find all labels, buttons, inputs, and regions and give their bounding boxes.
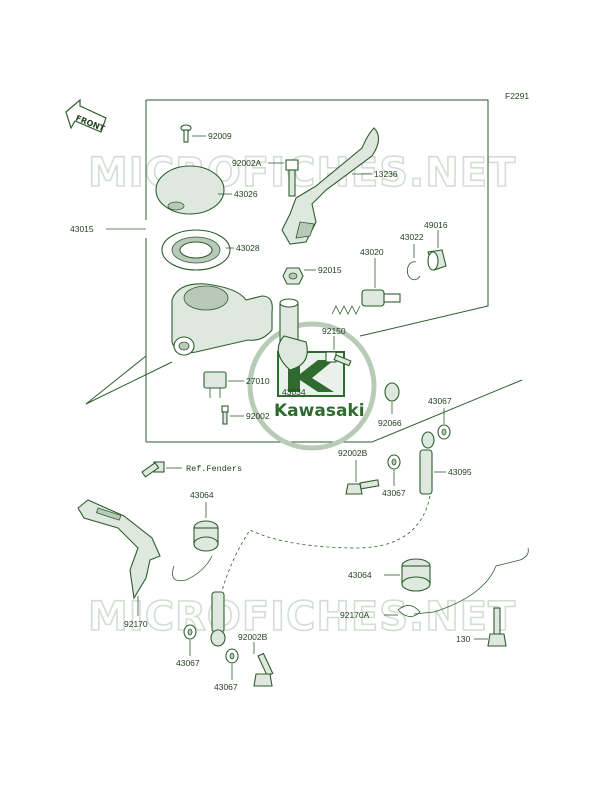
label-92015: 92015 [318, 265, 342, 275]
label-92002B-lower: 92002B [238, 632, 268, 642]
part-43015-master-cylinder [171, 283, 273, 356]
figure-code: F2291 [505, 91, 529, 101]
part-92015-nut [282, 267, 304, 285]
label-43020: 43020 [360, 247, 384, 257]
label-130: 130 [456, 634, 470, 644]
part-43064-grommet-right [401, 558, 431, 592]
label-92002B-upper: 92002B [338, 448, 368, 458]
label-92170A: 92170A [340, 610, 370, 620]
label-43067-bottom: 43067 [214, 682, 238, 692]
label-92066: 92066 [378, 418, 402, 428]
label-43067-upper: 43067 [428, 396, 452, 406]
label-92002A: 92002A [232, 158, 262, 168]
kawasaki-logo: Kawasaki [247, 321, 377, 451]
part-lower-banjo-fitting [210, 591, 226, 647]
part-92009-screw [180, 124, 192, 143]
brake-pipe [413, 547, 529, 615]
part-49016-dust-boot [427, 249, 447, 271]
frame-left-diagonal [85, 355, 147, 405]
part-43064-grommet-left [193, 520, 219, 552]
frame-perspective [85, 361, 173, 405]
hose-clamp-loop [172, 555, 213, 582]
part-43026-reservoir-cap [155, 165, 225, 215]
part-43067-washer-upper [437, 424, 451, 440]
label-43067-left: 43067 [176, 658, 200, 668]
label-43028: 43028 [236, 243, 260, 253]
label-43015: 43015 [70, 224, 94, 234]
part-92002B-banjo-bolt-lower [253, 652, 274, 687]
label-43034: 43034 [282, 387, 306, 397]
part-43028-diaphragm [161, 229, 231, 271]
label-92170: 92170 [124, 619, 148, 629]
label-ref-fenders: Ref.Fenders [186, 464, 242, 474]
label-43095: 43095 [448, 467, 472, 477]
assembly-frame [146, 99, 489, 337]
part-92170A-pipe-clamp [397, 605, 421, 617]
part-13236-brake-lever [281, 127, 380, 245]
label-92150: 92150 [322, 326, 346, 336]
part-43020-piston-assembly [331, 289, 401, 315]
part-27010-brake-switch [203, 371, 227, 398]
label-43064-left: 43064 [190, 490, 214, 500]
part-43022-circlip [406, 261, 421, 281]
watermark-bottom: MICROFICHES.NET [88, 594, 516, 640]
label-27010: 27010 [246, 376, 270, 386]
part-92170-bracket [77, 499, 161, 600]
part-92002-screw [221, 405, 229, 425]
label-43064-right: 43064 [348, 570, 372, 580]
part-92150-bolt [325, 351, 352, 367]
label-43067-middle: 43067 [382, 488, 406, 498]
part-130-bolt [487, 607, 507, 647]
brake-hose [219, 495, 431, 599]
label-49016: 49016 [424, 220, 448, 230]
watermark-top: MICROFICHES.NET [88, 150, 516, 196]
part-43067-washer-left [183, 624, 197, 640]
label-13236: 13236 [374, 169, 398, 179]
label-43026: 43026 [234, 189, 258, 199]
frame-bottom [146, 379, 523, 443]
part-92002A-pivot-bolt [285, 159, 299, 197]
label-92002: 92002 [246, 411, 270, 421]
part-43067-washer-middle [387, 454, 401, 470]
part-92002B-banjo-bolt-upper [345, 479, 380, 495]
front-arrow-icon: FRONT [65, 98, 107, 134]
part-43067-washer-bottom [225, 648, 239, 664]
part-fender-bolt [141, 461, 165, 478]
label-43022: 43022 [400, 232, 424, 242]
logo-text: Kawasaki [274, 401, 365, 421]
part-43095-banjo-fitting [419, 431, 435, 495]
part-43034-clamp [277, 298, 308, 371]
part-92066-cap [384, 382, 400, 402]
label-92009: 92009 [208, 131, 232, 141]
